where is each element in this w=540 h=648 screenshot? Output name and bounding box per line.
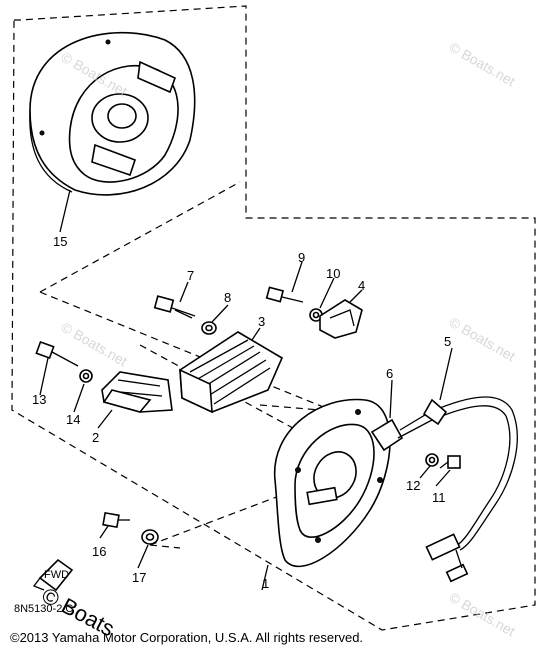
- callout-10: 10: [326, 266, 340, 281]
- callout-11: 11: [432, 490, 446, 505]
- watermark: © Boats.net: [447, 314, 519, 365]
- nut-icon: [309, 308, 323, 322]
- callout-2: 2: [92, 430, 99, 445]
- bolt-icon: [265, 286, 304, 303]
- washer-icon: [201, 321, 217, 335]
- flywheel-icon: [29, 31, 196, 196]
- callout-6: 6: [386, 366, 393, 381]
- assembly-boundary: [11, 5, 536, 631]
- callout-15: 15: [53, 234, 67, 249]
- pulser-coil-icon: [319, 299, 363, 339]
- bolt-icon: [102, 511, 130, 529]
- callout-7: 7: [187, 268, 194, 283]
- callout-3: 3: [258, 314, 265, 329]
- washer-icon: [79, 369, 93, 383]
- copyright-notice: ©2013 Yamaha Motor Corporation, U.S.A. A…: [10, 630, 364, 645]
- watermark: © Boats.net: [447, 39, 519, 90]
- callout-16: 16: [92, 544, 106, 559]
- callout-14: 14: [66, 412, 80, 427]
- front-arrow-icon: [32, 558, 74, 592]
- bolt-icon: [35, 340, 79, 367]
- stator-plate-icon: [273, 398, 391, 568]
- nut-icon: [425, 453, 439, 467]
- callout-8: 8: [224, 290, 231, 305]
- part-code: 8N5130-2 C: [14, 603, 73, 615]
- callout-4: 4: [358, 278, 365, 293]
- wire-harness-icon: [370, 396, 518, 583]
- source-coil-icon: [101, 371, 173, 413]
- washer-icon: [141, 529, 159, 545]
- bolt-icon: [439, 455, 461, 469]
- callout-13: 13: [32, 392, 46, 407]
- washer-trace-line: [149, 489, 296, 549]
- charge-coil-icon: [179, 331, 284, 414]
- watermark: © Boats.net: [447, 589, 519, 640]
- callout-9: 9: [298, 250, 305, 265]
- callout-12: 12: [406, 478, 420, 493]
- bolt-icon: [153, 295, 196, 319]
- callout-1: 1: [262, 576, 269, 591]
- callout-5: 5: [444, 334, 451, 349]
- callout-17: 17: [132, 570, 146, 585]
- front-label: FWD: [44, 569, 69, 581]
